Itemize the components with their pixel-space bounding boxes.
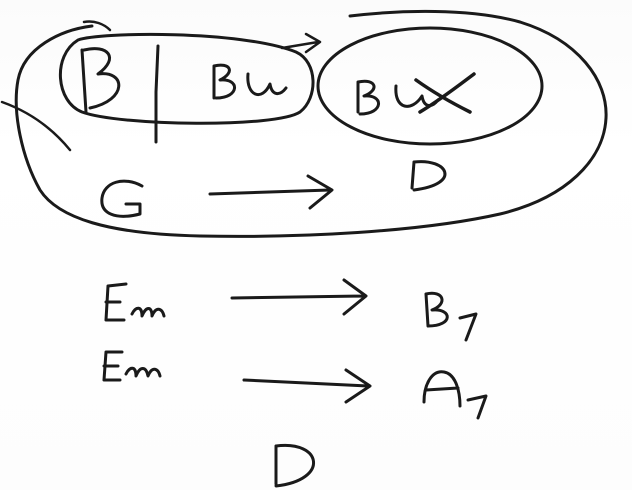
outer-enclosure-loop (14, 9, 608, 238)
chord-em-row-2 (104, 282, 166, 322)
chord-b7 (424, 291, 478, 342)
bubble-link-arrow (280, 32, 322, 54)
chord-g (100, 179, 144, 218)
chord-a7 (422, 370, 488, 420)
chord-d-final (274, 443, 315, 488)
right-bubble (316, 26, 544, 146)
bubble-divider (154, 44, 160, 144)
arrow-row-1 (208, 174, 334, 210)
chord-d-row-1 (410, 160, 447, 192)
arrow-row-2 (230, 278, 368, 316)
chord-em-row-3 (102, 350, 162, 382)
letters-bu-left (212, 63, 288, 100)
arrow-row-3 (242, 368, 372, 404)
letter-b-left (80, 47, 121, 114)
strike-through-mark (414, 72, 476, 114)
left-bubble (58, 32, 315, 125)
outer-loop-start-tick (82, 20, 112, 32)
outer-loop-tail (0, 100, 72, 152)
